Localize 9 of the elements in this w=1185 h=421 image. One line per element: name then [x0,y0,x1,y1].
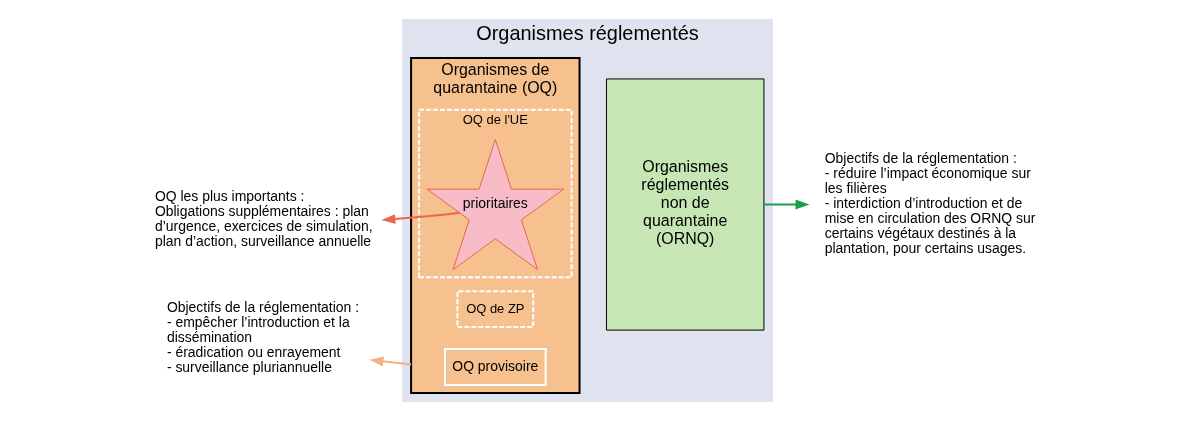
node-box: OQ de ZP [455,290,534,329]
arrow [380,211,460,224]
node-box: OQ provisoire [443,348,547,386]
arrow [369,356,412,367]
arrow [762,199,809,210]
node-text: Objectifs de la réglementation : - réduire l’impact économique sur les filières - interdiction d’introduction et de mise en circulation des ORNQ sur certains végétaux destinés à la plantation, pour certains usages. [824,150,1035,257]
node-box: Organismes réglementés non de quarantaine (ORNQ) [605,78,764,331]
node-text: Objectifs de la réglementation : - empêcher l’introduction et la dissémination - éradication ou enrayement - surveillance pluriannuelle [166,298,359,375]
node-text: OQ les plus importants : Obligations supplémentaires : plan d’urgence, exercices de simulation, plan d’action, surveillance annuelle [154,187,373,249]
